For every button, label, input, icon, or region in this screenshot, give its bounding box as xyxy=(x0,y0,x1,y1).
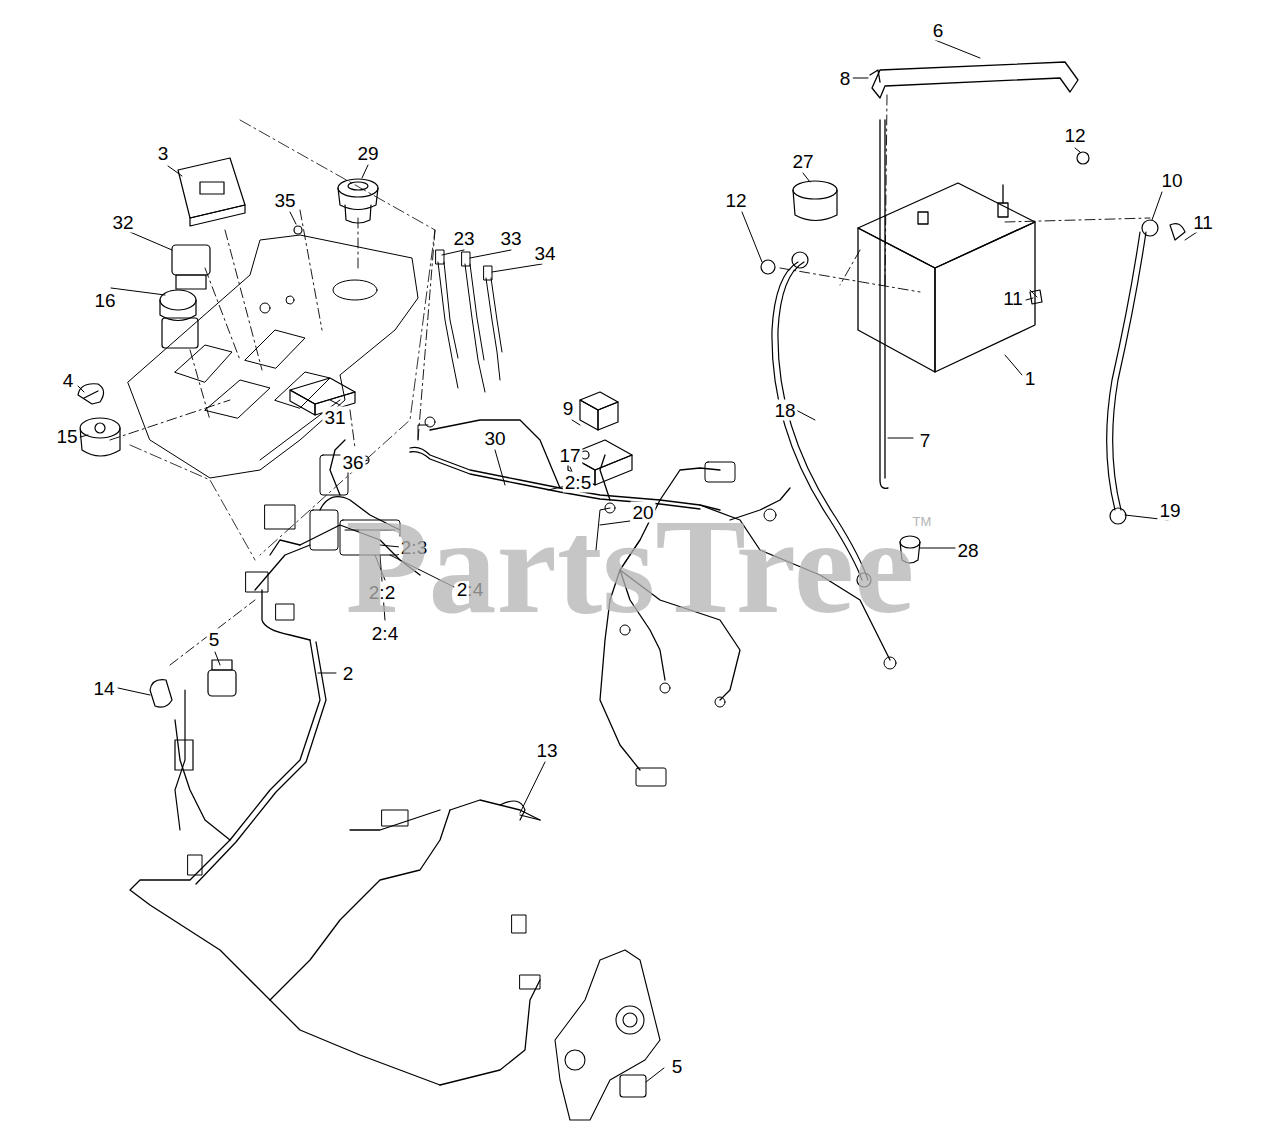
callout-number: 17 xyxy=(557,445,582,466)
callout-number: 2 xyxy=(341,663,356,684)
callout-number: 33 xyxy=(498,228,523,249)
callout-number: 36 xyxy=(340,452,365,473)
callout-number: 6 xyxy=(931,20,946,41)
callout-number: 32 xyxy=(110,212,135,233)
callout-number: 11 xyxy=(1191,212,1215,233)
watermark: PartsTree xyxy=(346,498,915,634)
callout-number: 18 xyxy=(772,400,797,421)
callout-number: 13 xyxy=(534,740,559,761)
callout-number: 3 xyxy=(156,143,171,164)
callout-number: 2:5 xyxy=(563,472,593,493)
callout-number: 7 xyxy=(918,430,933,451)
trademark-mark: TM xyxy=(913,515,932,528)
callout-number: 5 xyxy=(207,629,222,650)
callout-number: 12 xyxy=(723,190,748,211)
callout-number: 1 xyxy=(1023,368,1038,389)
callout-number: 15 xyxy=(54,426,79,447)
callout-number: 11 xyxy=(1001,288,1025,309)
callout-number: 12 xyxy=(1062,125,1087,146)
callout-number: 34 xyxy=(532,243,557,264)
callout-number: 10 xyxy=(1159,170,1184,191)
callout-number: 19 xyxy=(1157,500,1182,521)
callout-number: 5 xyxy=(670,1056,685,1077)
callout-number: 9 xyxy=(561,398,576,419)
callout-number: 23 xyxy=(451,228,476,249)
callout-number: 27 xyxy=(790,151,815,172)
callout-number: 31 xyxy=(322,407,347,428)
callout-number: 8 xyxy=(838,68,853,89)
callout-number: 16 xyxy=(92,290,117,311)
callout-number: 4 xyxy=(61,370,76,391)
callout-number: 35 xyxy=(272,190,297,211)
callout-number: 30 xyxy=(482,428,507,449)
callout-number: 29 xyxy=(355,143,380,164)
callout-number: 14 xyxy=(91,678,116,699)
callout-number: 28 xyxy=(955,540,980,561)
